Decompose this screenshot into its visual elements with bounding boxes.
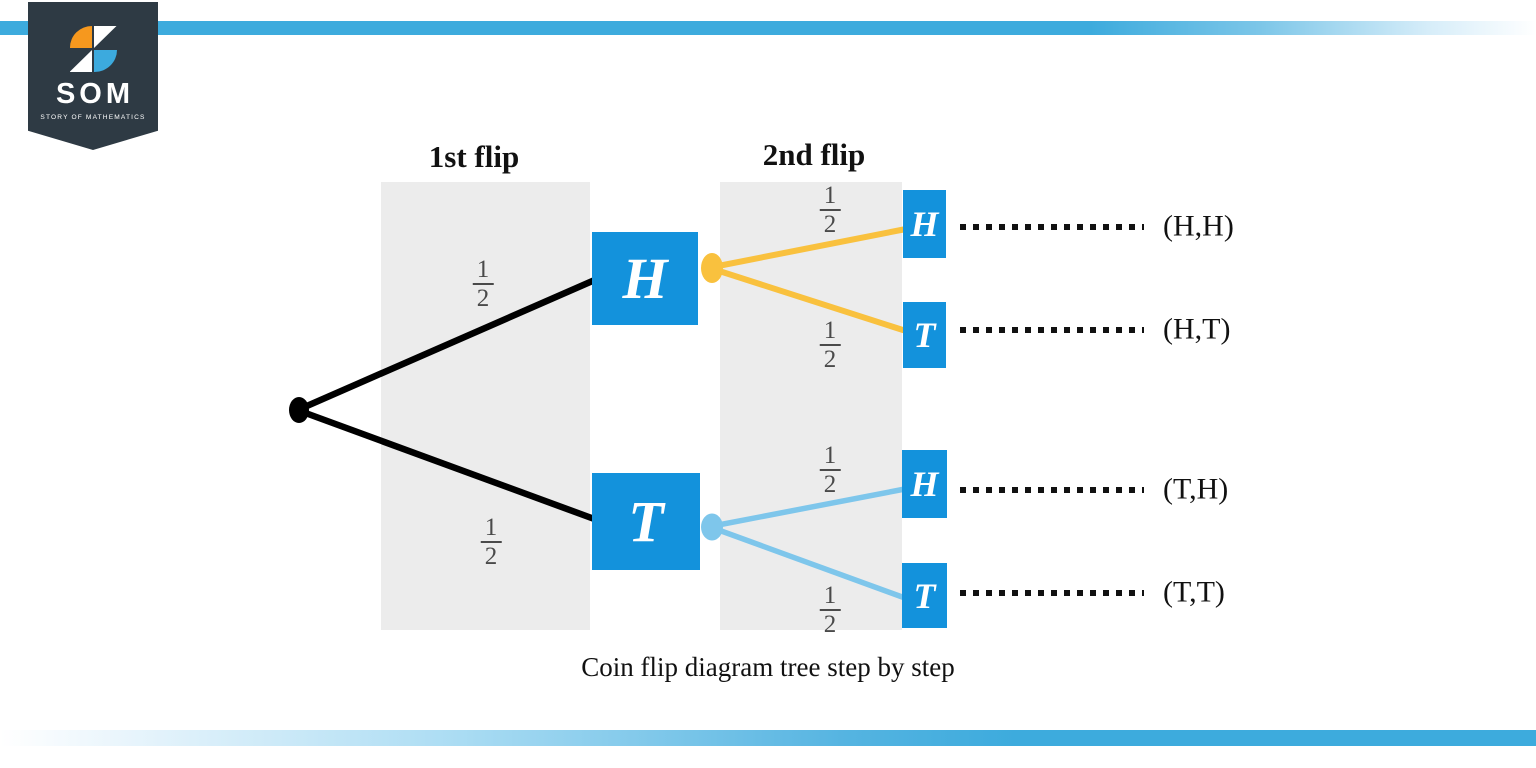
- bottom-brand-stripe: [0, 730, 1536, 746]
- dotted-connector-th: [960, 487, 1144, 493]
- node-box-tails-tails: T: [902, 563, 947, 628]
- pinwheel-quadrant-orange: [69, 26, 92, 48]
- node-box-heads-tails: T: [903, 302, 946, 368]
- probability-fraction-root-heads: 1 2: [472, 256, 494, 312]
- node-letter: T: [913, 315, 936, 355]
- dotted-connector-hh: [960, 224, 1144, 230]
- fraction-numerator: 1: [823, 442, 837, 469]
- pinwheel-quadrant-white-top: [94, 26, 117, 48]
- pinwheel-quadrant-white-bottom: [69, 50, 92, 72]
- node-letter: H: [910, 464, 939, 504]
- som-logo-badge: SOM STORY OF MATHEMATICS: [28, 2, 158, 150]
- probability-fraction-tails-heads: 1 2: [819, 442, 841, 498]
- dotted-connector-tt: [960, 590, 1144, 596]
- outcome-label-hh: (H,H): [1163, 209, 1234, 243]
- probability-fraction-tails-tails: 1 2: [819, 582, 841, 638]
- top-brand-stripe: [0, 21, 1536, 35]
- node-box-tails-heads: H: [902, 450, 947, 518]
- brand-tagline: STORY OF MATHEMATICS: [40, 114, 146, 121]
- node-box-tails: T: [592, 473, 700, 570]
- outcome-label-ht: (H,T): [1163, 312, 1231, 346]
- node-box-heads: H: [592, 232, 698, 325]
- fraction-numerator: 1: [823, 582, 837, 609]
- outcome-label-tt: (T,T): [1163, 575, 1225, 609]
- fraction-denominator: 2: [819, 609, 841, 638]
- fraction-numerator: 1: [823, 317, 837, 344]
- probability-fraction-heads-tails: 1 2: [819, 317, 841, 373]
- fraction-denominator: 2: [480, 541, 502, 570]
- node-letter: T: [913, 575, 936, 616]
- second-flip-column: [720, 182, 902, 630]
- second-flip-header: 2nd flip: [762, 137, 866, 172]
- node-letter: T: [628, 489, 664, 554]
- probability-fraction-heads-heads: 1 2: [819, 182, 841, 238]
- diagram-caption: Coin flip diagram tree step by step: [581, 652, 955, 682]
- node-letter: H: [910, 204, 939, 244]
- fraction-denominator: 2: [819, 344, 841, 373]
- pinwheel-quadrant-blue: [94, 50, 117, 72]
- node-box-heads-heads: H: [903, 190, 946, 258]
- fraction-denominator: 2: [472, 283, 494, 312]
- fraction-numerator: 1: [823, 182, 837, 209]
- som-pinwheel-icon: [69, 26, 117, 72]
- dotted-connector-ht: [960, 327, 1144, 333]
- root-node-dot: [289, 397, 309, 423]
- fraction-denominator: 2: [819, 469, 841, 498]
- fraction-numerator: 1: [484, 514, 498, 541]
- brand-name: SOM: [55, 78, 135, 110]
- outcome-label-th: (T,H): [1163, 472, 1229, 506]
- fraction-numerator: 1: [476, 256, 490, 283]
- tails-node-dot: [701, 513, 723, 541]
- probability-fraction-root-tails: 1 2: [480, 514, 502, 570]
- heads-node-dot: [701, 253, 723, 283]
- fraction-denominator: 2: [819, 209, 841, 238]
- first-flip-header: 1st flip: [428, 139, 520, 174]
- node-letter: H: [622, 246, 668, 311]
